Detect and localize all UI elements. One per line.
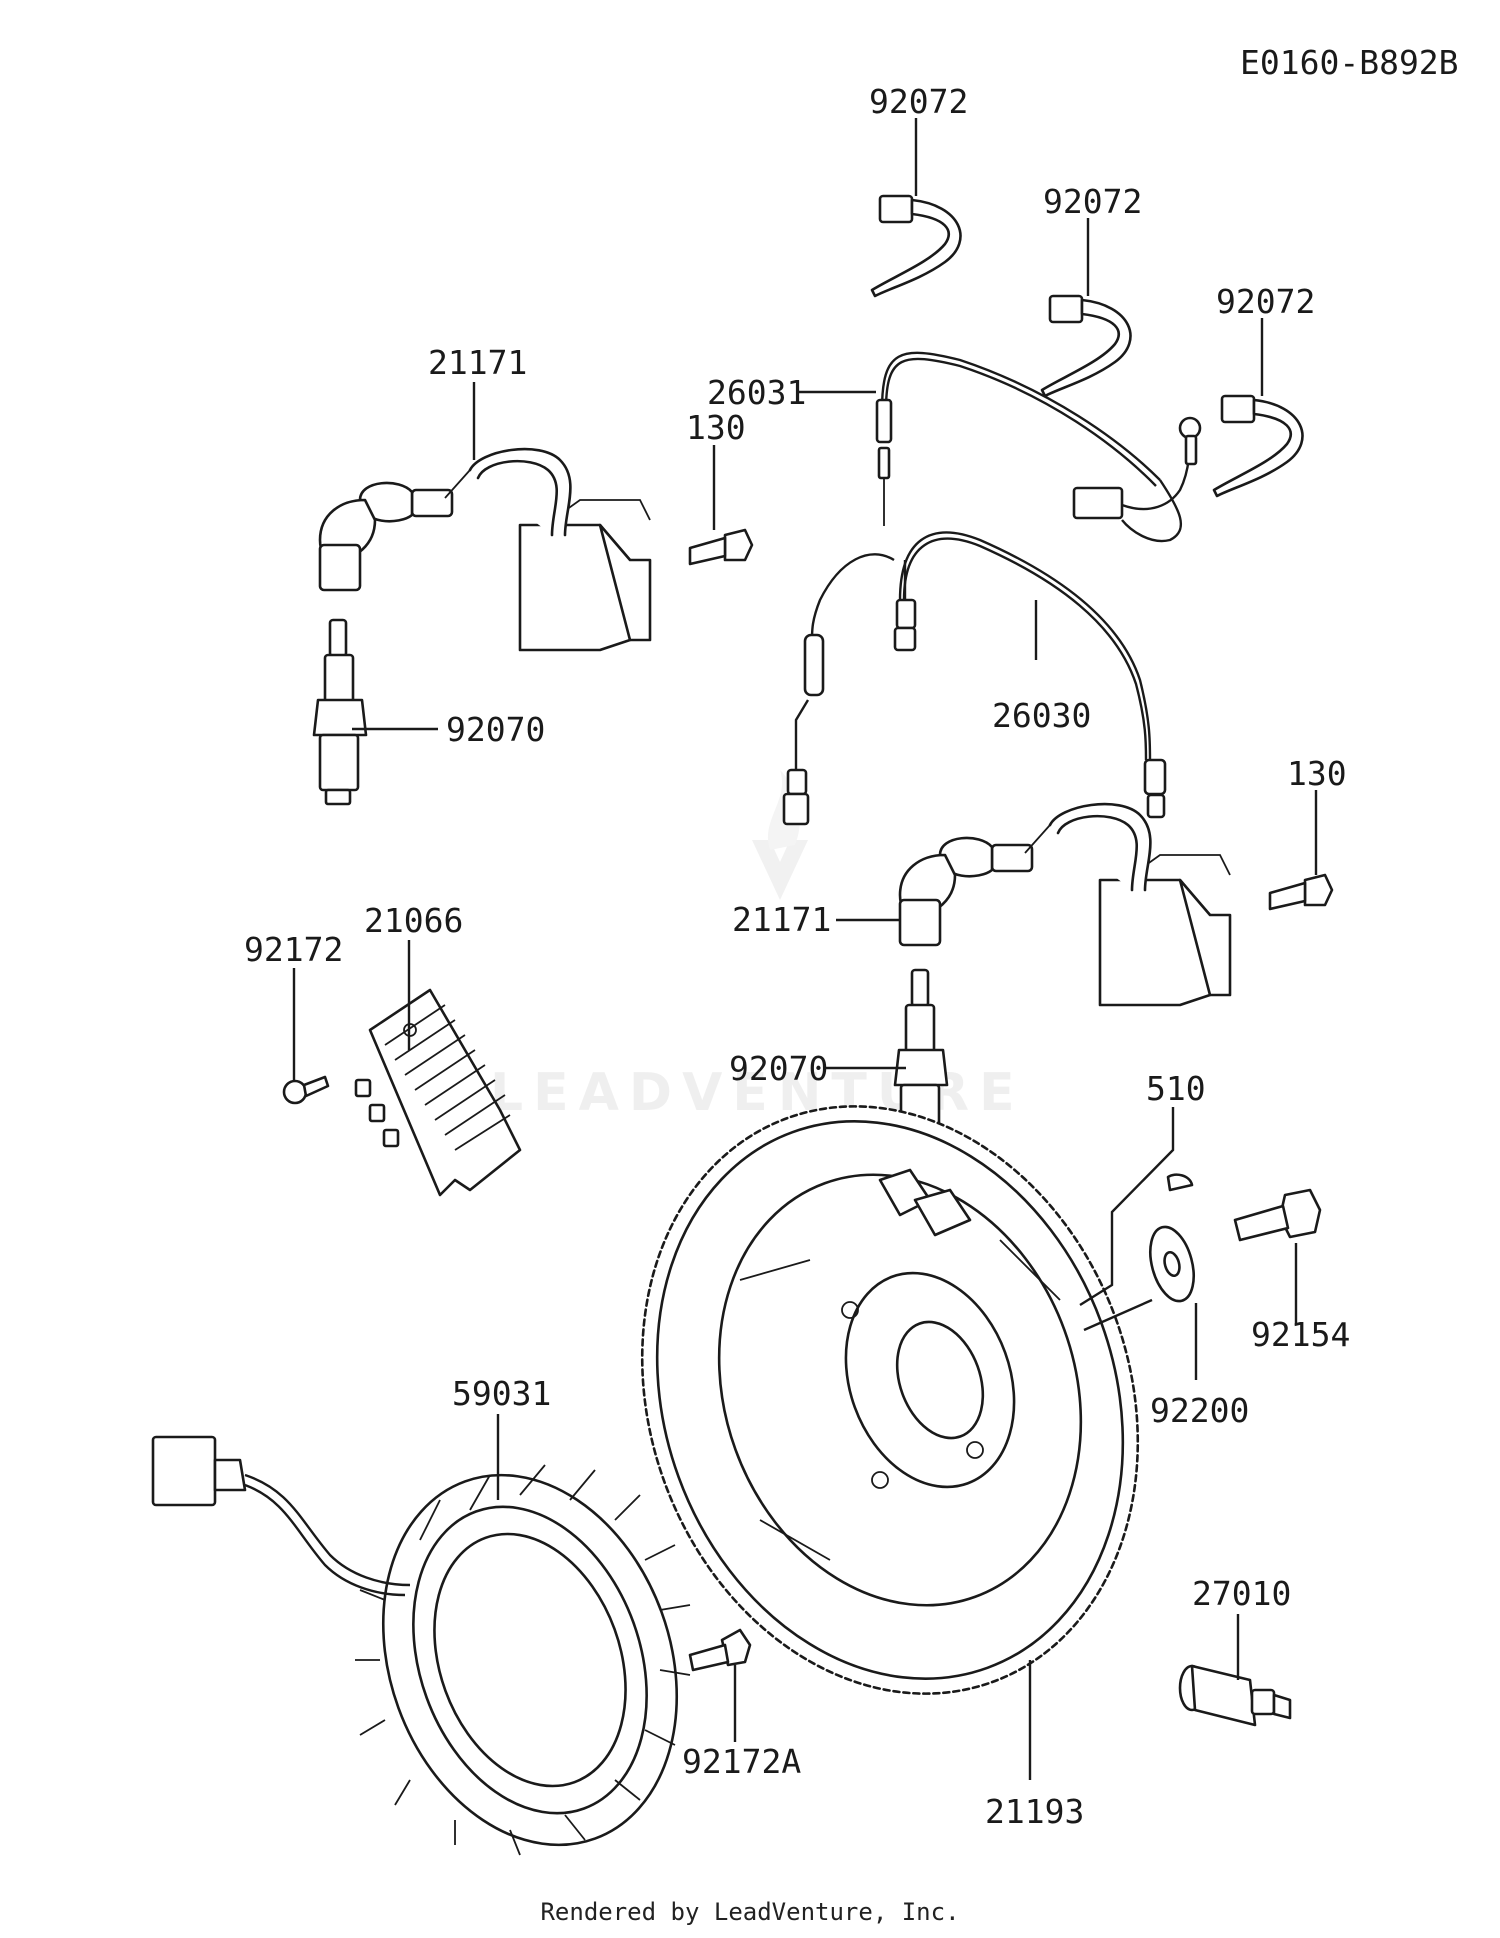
cable-tie-92072-c[interactable] [1212,394,1304,498]
label-130-a[interactable]: 130 [686,408,746,447]
flywheel-21193[interactable] [562,1036,1218,1764]
bolt-130-a[interactable] [688,528,754,566]
ignition-coil-21171-b[interactable] [898,802,1232,1007]
wire-harness-26030[interactable] [782,531,1167,826]
key-510[interactable] [1166,1173,1194,1192]
label-27010[interactable]: 27010 [1192,1574,1291,1613]
label-26031[interactable]: 26031 [707,373,806,412]
label-21193[interactable]: 21193 [985,1792,1084,1831]
cable-tie-92072-b[interactable] [1040,294,1132,398]
bolt-92172A[interactable] [688,1628,752,1672]
ignition-coil-21171-a[interactable] [318,447,652,652]
label-92070-b[interactable]: 92070 [729,1049,828,1088]
leader-lines [292,118,1318,1780]
washer-92200[interactable] [1143,1222,1201,1306]
label-92072-b[interactable]: 92072 [1043,182,1142,221]
spark-plug-92070-a[interactable] [312,618,368,806]
label-21171-b[interactable]: 21171 [732,900,831,939]
screw-92172[interactable] [282,1075,330,1105]
bolt-130-b[interactable] [1268,873,1334,911]
label-510[interactable]: 510 [1146,1069,1206,1108]
label-92172A[interactable]: 92172A [682,1742,801,1781]
diagram-code: E0160-B892B [1240,43,1459,82]
label-92200[interactable]: 92200 [1150,1391,1249,1430]
label-92072-a[interactable]: 92072 [869,82,968,121]
bolt-92154[interactable] [1233,1188,1322,1242]
cable-tie-92072-a[interactable] [870,194,962,298]
label-26030[interactable]: 26030 [992,696,1091,735]
sensor-27010[interactable] [1178,1664,1292,1727]
stator-59031[interactable] [151,1434,727,1887]
footer-credit: Rendered by LeadVenture, Inc. [540,1898,960,1926]
label-92172[interactable]: 92172 [244,930,343,969]
regulator-21066[interactable] [354,988,522,1197]
part-labels: 92072 92072 92072 26031 21171 130 92070 … [244,82,1350,1831]
label-21066[interactable]: 21066 [364,901,463,940]
label-130-b[interactable]: 130 [1287,754,1347,793]
label-92072-c[interactable]: 92072 [1216,282,1315,321]
label-59031[interactable]: 59031 [452,1374,551,1413]
wire-harness-26031[interactable] [875,351,1202,543]
label-21171-a[interactable]: 21171 [428,343,527,382]
label-92154[interactable]: 92154 [1251,1315,1350,1354]
label-92070-a[interactable]: 92070 [446,710,545,749]
